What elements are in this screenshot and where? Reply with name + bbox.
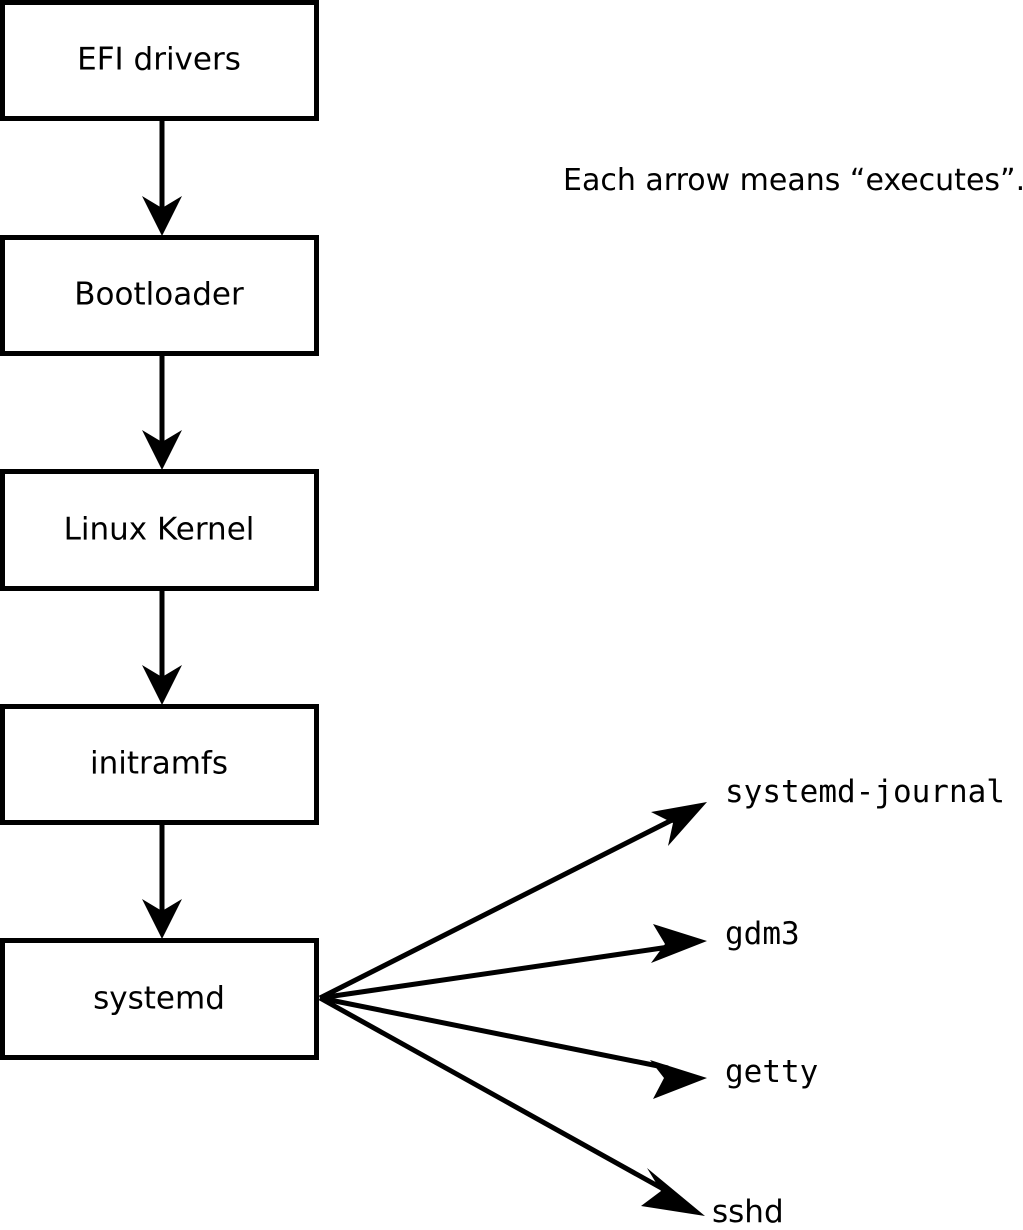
arrow-stem [319, 995, 669, 1071]
service-label-systemd-journal: systemd-journal [725, 774, 1005, 810]
arrow-head-icon [651, 924, 707, 963]
arrow-head-down-icon [142, 196, 182, 236]
box-label-efi-drivers: EFI drivers [77, 42, 241, 78]
vertical-arrow-initramfs-to-systemd [142, 822, 182, 939]
legend-note: Each arrow means “executes”. [563, 163, 1023, 198]
box-label-systemd: systemd [93, 981, 225, 1017]
fanout-arrow-gdm3 [319, 924, 707, 1001]
box-systemd[interactable]: systemd [0, 938, 319, 1060]
arrow-stem [318, 995, 667, 1193]
box-label-initramfs: initramfs [90, 746, 228, 782]
box-label-bootloader: Bootloader [74, 277, 244, 313]
arrow-stem [318, 815, 678, 1001]
arrow-head-icon [641, 1168, 705, 1216]
arrow-head-icon [650, 1060, 707, 1099]
fanout-arrow-getty [319, 995, 707, 1099]
arrow-head-down-icon [142, 899, 182, 939]
box-efi-drivers[interactable]: EFI drivers [0, 0, 319, 121]
service-label-getty: getty [725, 1054, 818, 1090]
fanout-arrow-systemd-journal [318, 802, 707, 1001]
box-label-linux-kernel: Linux Kernel [64, 512, 255, 548]
box-outline [0, 938, 319, 1060]
vertical-arrow-bootloader-to-kernel [142, 353, 182, 470]
arrow-head-down-icon [142, 430, 182, 470]
box-initramfs[interactable]: initramfs [0, 704, 319, 825]
box-outline [0, 704, 319, 825]
arrow-stem [319, 944, 670, 1001]
arrow-head-down-icon [142, 665, 182, 705]
box-outline [0, 469, 319, 591]
box-outline [0, 0, 319, 121]
box-outline [0, 235, 319, 356]
arrow-head-icon [651, 802, 707, 846]
service-label-sshd: sshd [712, 1194, 784, 1230]
box-linux-kernel[interactable]: Linux Kernel [0, 469, 319, 591]
service-label-gdm3: gdm3 [725, 916, 800, 952]
fanout-arrow-sshd [318, 995, 705, 1216]
vertical-arrow-kernel-to-initramfs [142, 588, 182, 705]
vertical-arrow-efi-to-bootloader [142, 118, 182, 236]
box-bootloader[interactable]: Bootloader [0, 235, 319, 356]
